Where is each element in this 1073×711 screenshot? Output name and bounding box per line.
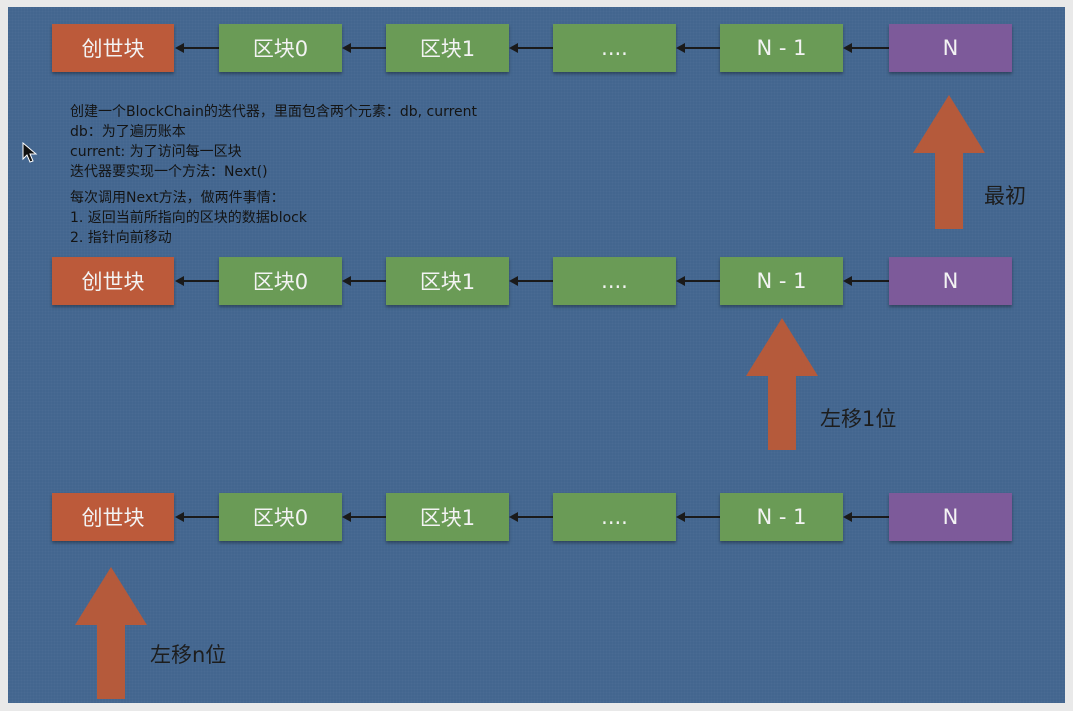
block-n: N — [889, 493, 1012, 541]
genesis-block: 创世块 — [52, 493, 174, 541]
chain-link-arrow — [843, 512, 889, 522]
block-ellipsis: .... — [553, 257, 676, 305]
genesis-block: 创世块 — [52, 24, 174, 72]
mouse-cursor-icon — [22, 142, 38, 163]
note-line: 创建一个BlockChain的迭代器，里面包含两个元素：db, current — [70, 104, 478, 120]
block-n: N — [889, 24, 1012, 72]
chain-link-arrow — [175, 512, 219, 522]
block-n: N — [889, 257, 1012, 305]
pointer-label-shift-1: 左移1位 — [820, 407, 897, 431]
chain-link-arrow — [509, 512, 553, 522]
note-line: 迭代器要实现一个方法：Next() — [70, 164, 268, 180]
chain-link-arrow — [509, 43, 553, 53]
chain-link-arrow — [509, 276, 553, 286]
note-line: 每次调用Next方法，做两件事情： — [70, 190, 285, 206]
block-0: 区块0 — [219, 493, 342, 541]
pointer-up-arrow-icon — [913, 95, 985, 229]
chain-link-arrow — [342, 512, 386, 522]
chain-link-arrow — [342, 43, 386, 53]
block-ellipsis: .... — [553, 493, 676, 541]
chain-link-arrow — [342, 276, 386, 286]
block-1: 区块1 — [386, 257, 509, 305]
pointer-label-initial: 最初 — [984, 184, 1026, 208]
genesis-block: 创世块 — [52, 257, 174, 305]
slide-canvas: 创世块 区块0 区块1 .... N - 1 N 创建一个BlockChain的… — [8, 7, 1065, 703]
block-1: 区块1 — [386, 493, 509, 541]
block-n-minus-1: N - 1 — [720, 257, 843, 305]
chain-link-arrow — [676, 512, 720, 522]
block-n-minus-1: N - 1 — [720, 493, 843, 541]
note-line: db：为了遍历账本 — [70, 124, 186, 140]
note-line: 1. 返回当前所指向的区块的数据block — [70, 210, 307, 226]
chain-link-arrow — [676, 43, 720, 53]
note-line: current: 为了访问每一区块 — [70, 144, 242, 160]
chain-link-arrow — [843, 43, 889, 53]
block-0: 区块0 — [219, 24, 342, 72]
pointer-label-shift-n: 左移n位 — [150, 643, 227, 667]
pointer-up-arrow-icon — [746, 318, 818, 450]
block-1: 区块1 — [386, 24, 509, 72]
pointer-up-arrow-icon — [75, 567, 147, 699]
chain-link-arrow — [175, 43, 219, 53]
chain-link-arrow — [676, 276, 720, 286]
chain-link-arrow — [175, 276, 219, 286]
block-0: 区块0 — [219, 257, 342, 305]
note-line: 2. 指针向前移动 — [70, 230, 172, 246]
chain-link-arrow — [843, 276, 889, 286]
block-n-minus-1: N - 1 — [720, 24, 843, 72]
block-ellipsis: .... — [553, 24, 676, 72]
